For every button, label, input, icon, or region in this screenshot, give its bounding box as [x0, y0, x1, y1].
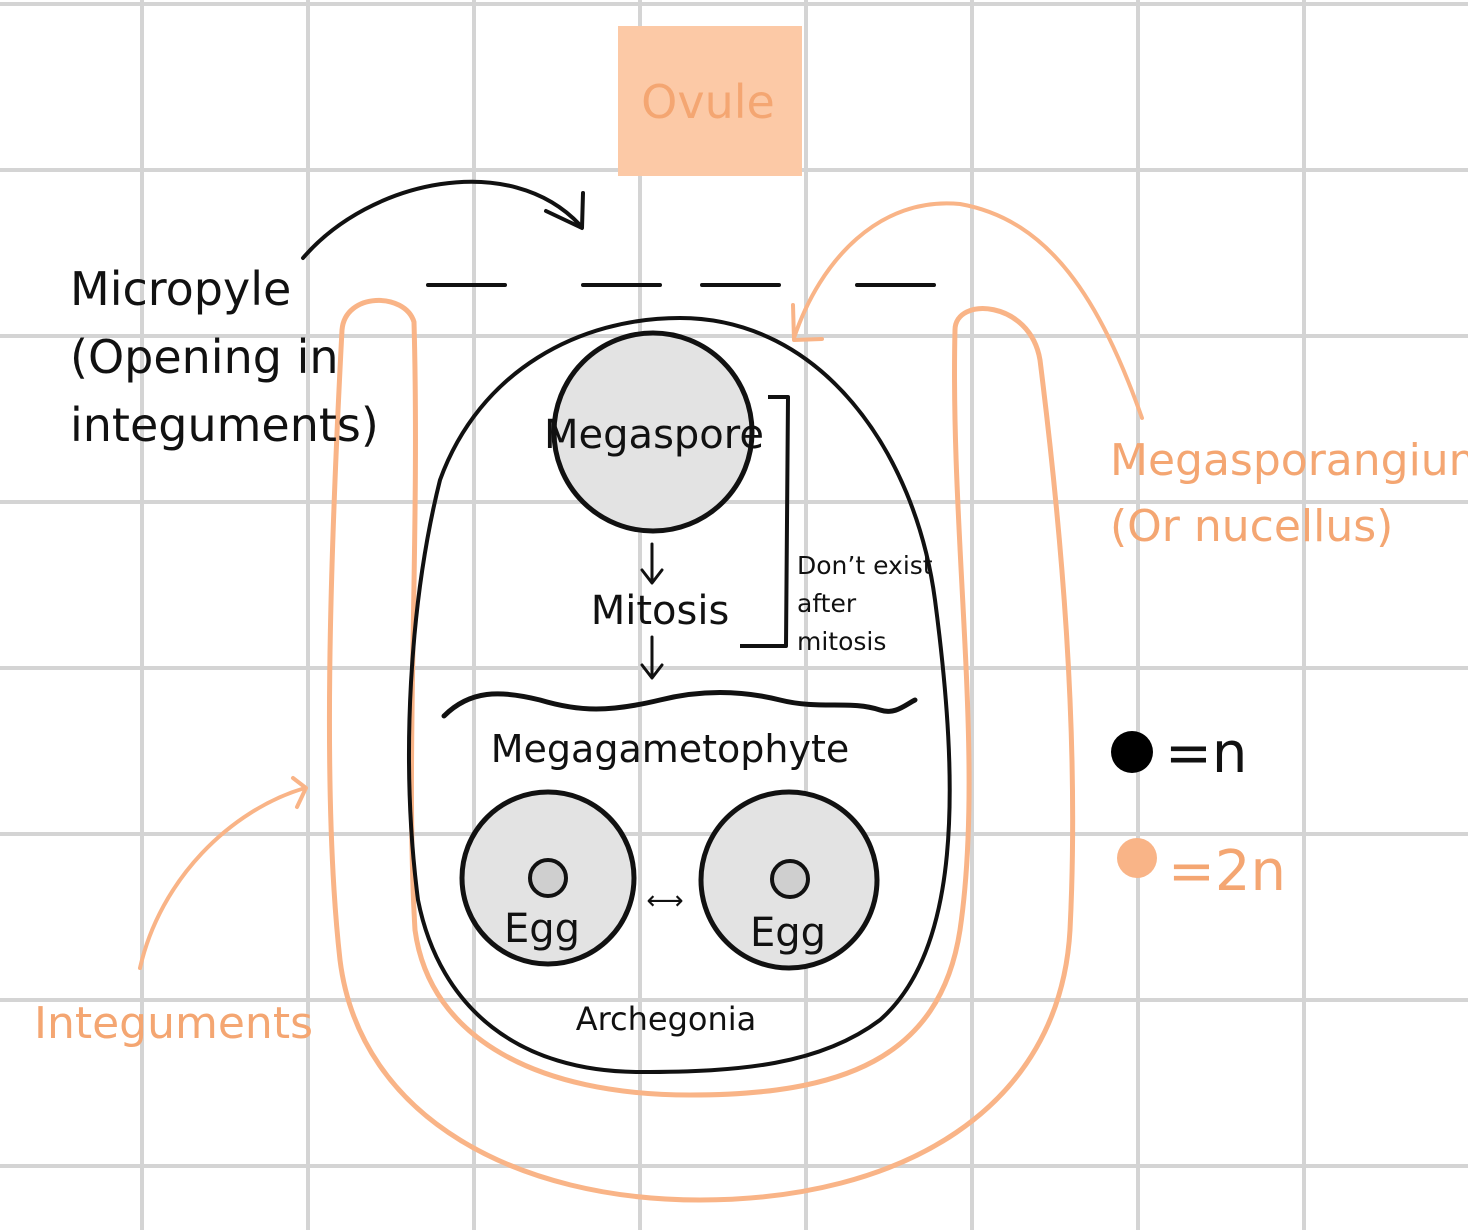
egg-nucleus-right — [770, 859, 810, 899]
megasporangium-label-1: Megasporangium — [1110, 435, 1468, 486]
integuments-arrow — [138, 776, 308, 970]
megasporangium-arrow — [791, 201, 1144, 420]
egg-right-label: Egg — [750, 910, 826, 956]
micropyle-label-3: integuments) — [70, 398, 379, 452]
integuments-shape — [326, 298, 1076, 1203]
integuments-label: Integuments — [34, 998, 313, 1049]
megaspore-circle — [551, 330, 755, 534]
note-bracket — [740, 395, 790, 648]
legend-dot-n — [1111, 731, 1153, 773]
egg-left-label: Egg — [504, 906, 580, 952]
legend: =n =2n — [1111, 721, 1286, 904]
micropyle-label-1: Micropyle — [70, 262, 291, 316]
megasporangium-label-2: (Or nucellus) — [1110, 501, 1393, 552]
megaspore-label: Megaspore — [544, 412, 764, 458]
note-line-2: after — [797, 589, 857, 618]
micropyle-arrow — [301, 179, 585, 260]
title-label: Ovule — [641, 75, 775, 129]
wavy-divider — [441, 690, 918, 719]
megasporangium-oval — [407, 315, 952, 1075]
mitosis-arrows — [640, 542, 664, 680]
legend-text-2n: =2n — [1168, 839, 1286, 904]
note-line-1: Don’t exist — [797, 551, 933, 580]
megagametophyte-label: Megagametophyte — [491, 727, 850, 771]
micropyle-label-2: (Opening in — [70, 330, 339, 384]
mitosis-label: Mitosis — [591, 588, 730, 634]
legend-dot-2n — [1117, 838, 1157, 878]
title-box — [618, 26, 802, 176]
legend-text-n: =n — [1165, 721, 1247, 786]
egg-nucleus-left — [528, 858, 568, 898]
note-line-3: mitosis — [797, 627, 886, 656]
egg-double-arrow: ⟷ — [646, 886, 683, 916]
archegonia-label: Archegonia — [576, 1000, 757, 1038]
